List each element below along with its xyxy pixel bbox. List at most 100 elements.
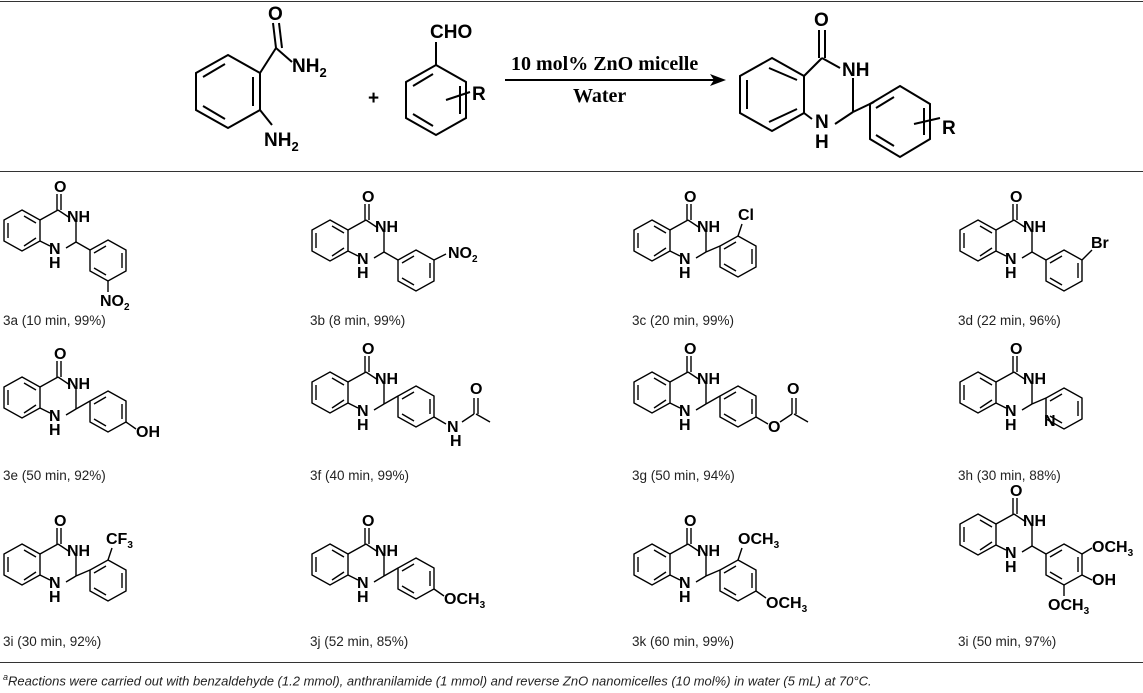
svg-text:N: N [357,251,369,268]
svg-text:NH: NH [375,543,398,560]
caption-3g: 3g (50 min, 94%) [632,468,735,483]
r-label-reactant: R [472,84,486,105]
product-nh-label: NH [842,60,869,81]
structure-3i: ONH NH CF3 [3,513,133,606]
svg-text:O: O [787,381,799,398]
condition-bottom: Water [573,85,626,107]
svg-text:N: N [357,575,369,592]
caption-3i: 3i (30 min, 92%) [3,634,102,649]
footnote-text: Reactions were carried out with benzalde… [8,673,872,689]
svg-text:H: H [679,589,691,606]
svg-text:NH: NH [67,543,90,560]
svg-text:O: O [470,381,482,398]
svg-text:OCH3: OCH3 [738,531,780,551]
cho-label: CHO [430,22,472,43]
structure-3d: ONH NH Br [959,189,1109,292]
amide-o-label: O [268,4,283,25]
top-rule [0,1,1143,2]
compound-grid: ONH NH NO2 ONH NH NO2 ONH NH Cl [3,179,1134,617]
caption-3j: 3j (52 min, 85%) [310,634,409,649]
svg-text:OCH3: OCH3 [444,591,486,611]
amine-nh2-label: NH2 [264,130,299,154]
product-o-label: O [814,10,829,31]
svg-text:O: O [362,341,374,358]
svg-text:N: N [357,403,369,420]
table-bottom-rule [0,662,1143,663]
structure-3c: ONH NH Cl [633,189,757,282]
footnote: aReactions were carried out with benzald… [3,672,872,688]
svg-text:NH: NH [1023,513,1046,530]
svg-text:NO2: NO2 [448,245,478,265]
anthranilamide-structure: O NH2 NH2 [195,4,327,154]
svg-text:N: N [1005,403,1017,420]
svg-text:NH: NH [375,371,398,388]
svg-text:OH: OH [1092,572,1116,589]
svg-text:O: O [54,179,66,196]
svg-text:Cl: Cl [738,207,754,224]
svg-text:H: H [1005,265,1017,282]
svg-text:H: H [1005,417,1017,434]
svg-text:H: H [357,589,369,606]
scheme-divider [0,171,1143,172]
svg-text:N: N [1005,545,1017,562]
svg-text:NH: NH [1023,219,1046,236]
svg-text:O: O [54,513,66,530]
svg-text:NH: NH [697,219,720,236]
svg-text:N: N [447,419,459,436]
svg-text:O: O [768,419,780,436]
svg-text:NH: NH [697,543,720,560]
structure-3f: ONH NH NH O [311,341,491,450]
caption-3l: 3i (50 min, 97%) [958,634,1057,649]
condition-top: 10 mol% ZnO micelle [511,53,698,75]
caption-3d: 3d (22 min, 96%) [958,313,1061,328]
svg-text:H: H [49,589,61,606]
svg-text:H: H [49,255,61,272]
svg-text:O: O [362,189,374,206]
svg-text:N: N [679,251,691,268]
structure-3b: ONH NH NO2 [311,189,478,292]
caption-3a: 3a (10 min, 99%) [3,313,106,328]
product-structure: O NH N H R [739,10,956,159]
svg-text:O: O [1010,341,1022,358]
svg-text:H: H [679,265,691,282]
svg-text:H: H [1005,559,1017,576]
svg-text:H: H [49,422,61,439]
caption-3h: 3h (30 min, 88%) [958,468,1061,483]
svg-text:NH: NH [375,219,398,236]
svg-text:OH: OH [136,424,160,441]
caption-3k: 3k (60 min, 99%) [632,634,735,649]
svg-text:O: O [54,346,66,363]
svg-text:OCH3: OCH3 [766,595,808,615]
product-h-label: H [815,132,829,153]
caption-3c: 3c (20 min, 99%) [632,313,735,328]
svg-text:O: O [684,189,696,206]
svg-text:CF3: CF3 [106,531,133,551]
svg-text:H: H [357,417,369,434]
svg-text:Br: Br [1091,235,1109,252]
product-n-label: N [815,112,829,133]
structure-3k: ONH NH OCH3 OCH3 [633,513,808,615]
svg-text:NH: NH [67,376,90,393]
svg-text:N: N [1044,413,1056,430]
svg-text:N: N [49,241,61,258]
svg-text:N: N [49,575,61,592]
benzaldehyde-structure: CHO R [405,22,486,137]
reaction-scheme: O NH2 NH2 + CHO R 10 mol% ZnO micelle Wa… [195,4,956,159]
r-label-product: R [942,118,956,139]
svg-text:H: H [357,265,369,282]
svg-text:O: O [362,513,374,530]
svg-text:N: N [679,575,691,592]
caption-3f: 3f (40 min, 99%) [310,468,410,483]
structure-3j: ONH NH OCH3 [311,513,486,611]
svg-text:H: H [679,417,691,434]
svg-text:O: O [1010,189,1022,206]
svg-text:N: N [49,408,61,425]
svg-text:O: O [1010,483,1022,500]
svg-text:NO2: NO2 [100,293,130,313]
plus-sign: + [368,88,379,109]
footnote-marker: a [3,672,9,682]
caption-3b: 3b (8 min, 99%) [310,313,406,328]
svg-text:O: O [684,513,696,530]
svg-text:H: H [450,433,462,450]
structure-3e: ONH NH OH [3,346,160,441]
